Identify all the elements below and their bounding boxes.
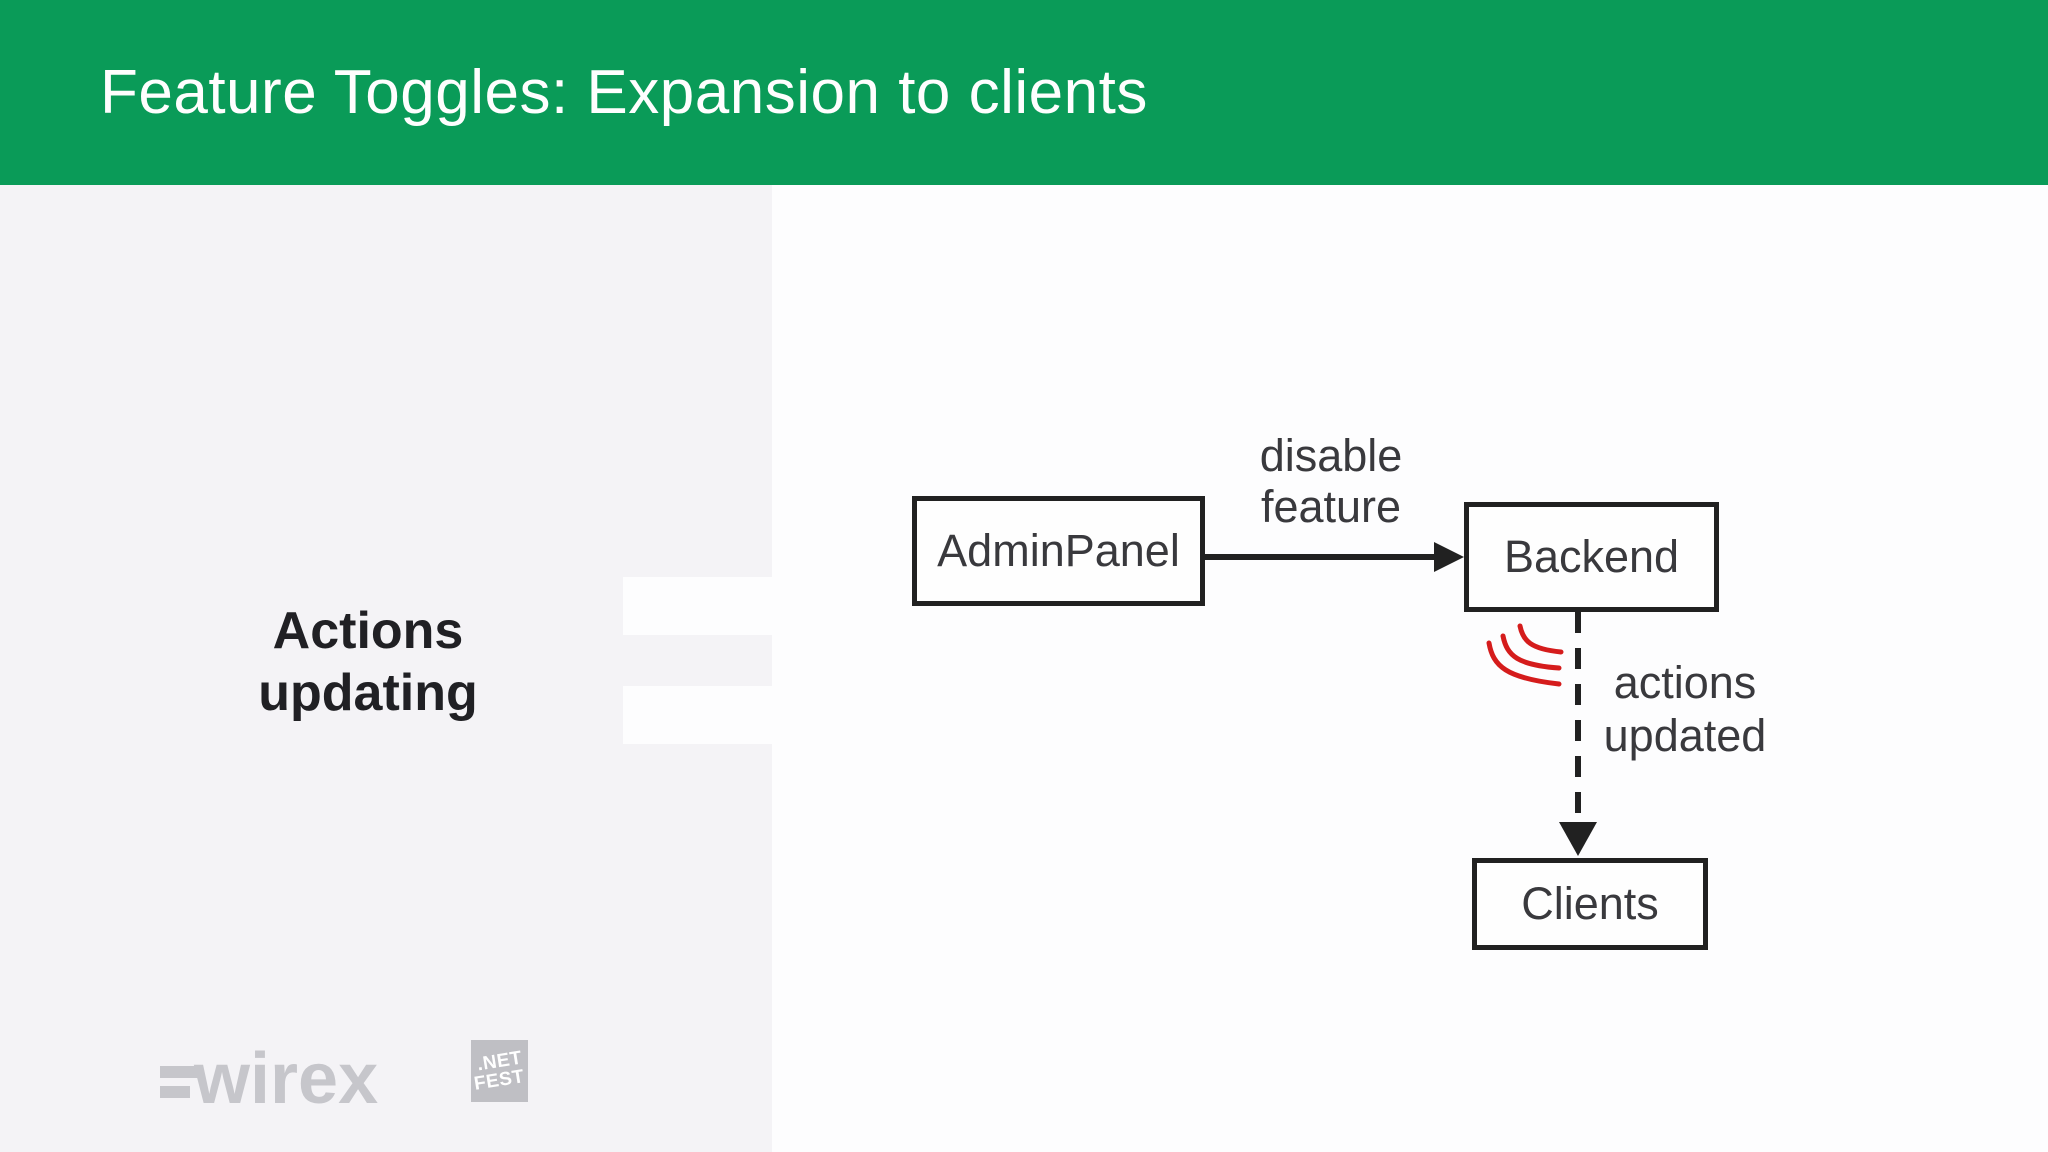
- section-label: Actions updating: [258, 602, 478, 722]
- wirex-logo: wirex: [160, 1043, 378, 1115]
- solid-arrow: [1205, 542, 1464, 572]
- wirex-glyph-bar: [160, 1086, 190, 1098]
- node-backend-label: Backend: [1503, 531, 1680, 582]
- slide-title: Feature Toggles: Expansion to clients: [100, 58, 1148, 127]
- solid-arrowhead-icon: [1434, 542, 1464, 572]
- wirex-logo-text: wirex: [194, 1039, 379, 1119]
- sidebar-panel: Actions updating wirex .NET FEST: [0, 185, 772, 1152]
- netfest-logo: .NET FEST: [471, 1040, 528, 1102]
- edge-label-actions-updated: actions updated: [1603, 657, 1767, 761]
- node-adminpanel-label: AdminPanel: [937, 525, 1180, 576]
- sidebar-white-gap-top: [623, 577, 772, 635]
- slide-header-bar: Feature Toggles: Expansion to clients: [0, 0, 2048, 185]
- wirex-glyph-bar: [160, 1066, 200, 1078]
- node-adminpanel: AdminPanel: [912, 496, 1205, 606]
- node-clients: Clients: [1472, 858, 1708, 950]
- dashed-arrowhead-icon: [1559, 822, 1597, 856]
- node-backend: Backend: [1464, 502, 1719, 612]
- node-clients-label: Clients: [1521, 878, 1659, 929]
- edge-label-disable-feature: disable feature: [1259, 430, 1403, 532]
- sidebar-white-gap-bottom: [623, 686, 772, 744]
- wirex-logo-icon: [160, 1066, 200, 1102]
